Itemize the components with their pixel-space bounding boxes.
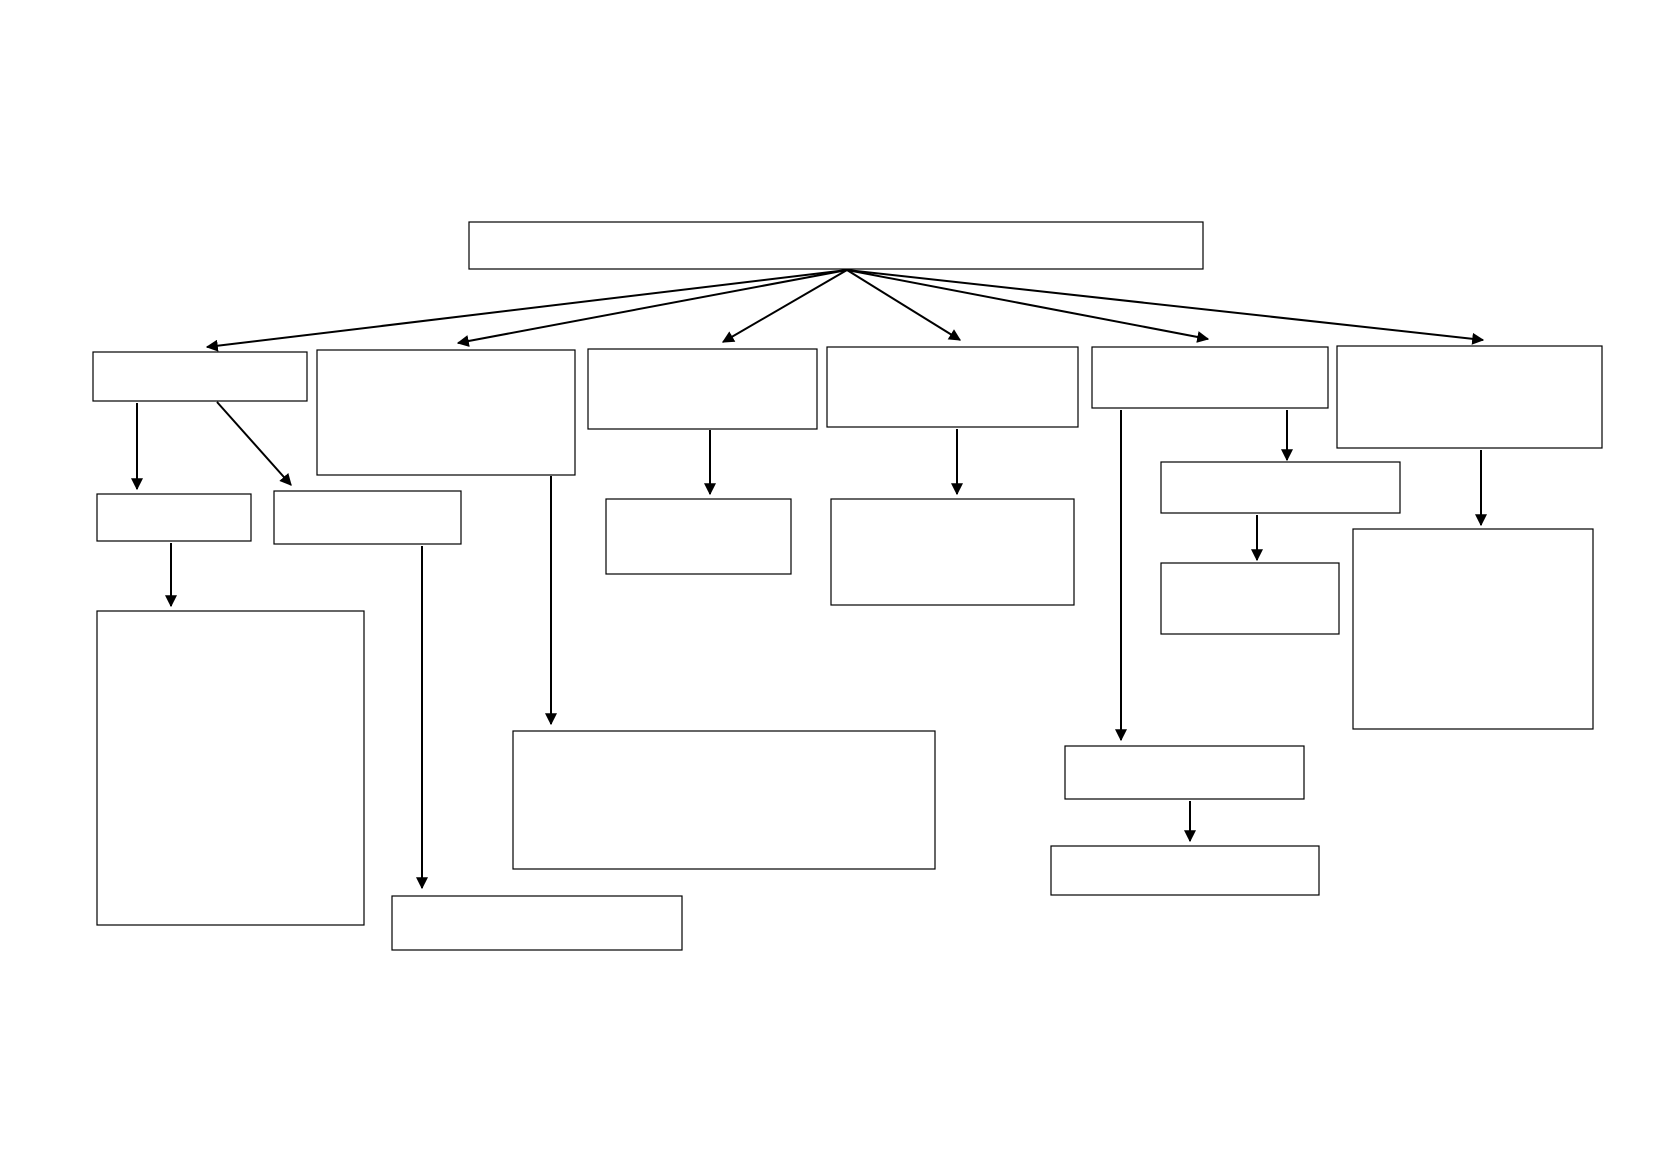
node-n2a (512, 730, 936, 870)
node-n5a (1160, 461, 1401, 514)
node-box-n3a (605, 498, 792, 575)
arrow-root-to-n6 (846, 269, 1485, 345)
node-n5b1 (1050, 845, 1320, 896)
arrow-root-to-n5 (846, 269, 1210, 343)
node-n4 (826, 346, 1079, 428)
arrow-n1-to-n1b (216, 401, 292, 486)
node-box-root (468, 221, 1204, 270)
node-n5a1 (1160, 562, 1340, 635)
node-n5b (1064, 745, 1305, 800)
node-box-n5a1 (1160, 562, 1340, 635)
node-box-n4a (830, 498, 1075, 606)
node-n3 (587, 348, 818, 430)
node-box-n5b1 (1050, 845, 1320, 896)
node-n4a (830, 498, 1075, 606)
node-box-n6a (1352, 528, 1594, 730)
node-n3a (605, 498, 792, 575)
arrow-root-to-n4 (846, 269, 962, 341)
node-n5 (1091, 346, 1329, 409)
node-box-n5 (1091, 346, 1329, 409)
arrow-root-to-n1 (205, 269, 848, 352)
node-n2 (316, 349, 576, 476)
node-root (468, 221, 1204, 270)
node-box-n1a (96, 493, 252, 542)
node-box-n5b (1064, 745, 1305, 800)
nodes-layer (92, 221, 1603, 951)
node-box-n6 (1336, 345, 1603, 449)
node-box-n1b (273, 490, 462, 545)
node-n1a1 (96, 610, 365, 926)
node-box-n3 (587, 348, 818, 430)
edges-layer (131, 269, 1487, 890)
arrow-root-to-n3 (721, 269, 848, 343)
node-n1b (273, 490, 462, 545)
node-n1 (92, 351, 308, 402)
node-box-n1a1 (96, 610, 365, 926)
node-n6a (1352, 528, 1594, 730)
node-box-n1 (92, 351, 308, 402)
node-box-n5a (1160, 461, 1401, 514)
node-box-n1b1 (391, 895, 683, 951)
node-n6 (1336, 345, 1603, 449)
node-n1a (96, 493, 252, 542)
arrow-root-to-n2 (456, 269, 848, 347)
node-n1b1 (391, 895, 683, 951)
node-box-n2a (512, 730, 936, 870)
node-box-n2 (316, 349, 576, 476)
node-box-n4 (826, 346, 1079, 428)
